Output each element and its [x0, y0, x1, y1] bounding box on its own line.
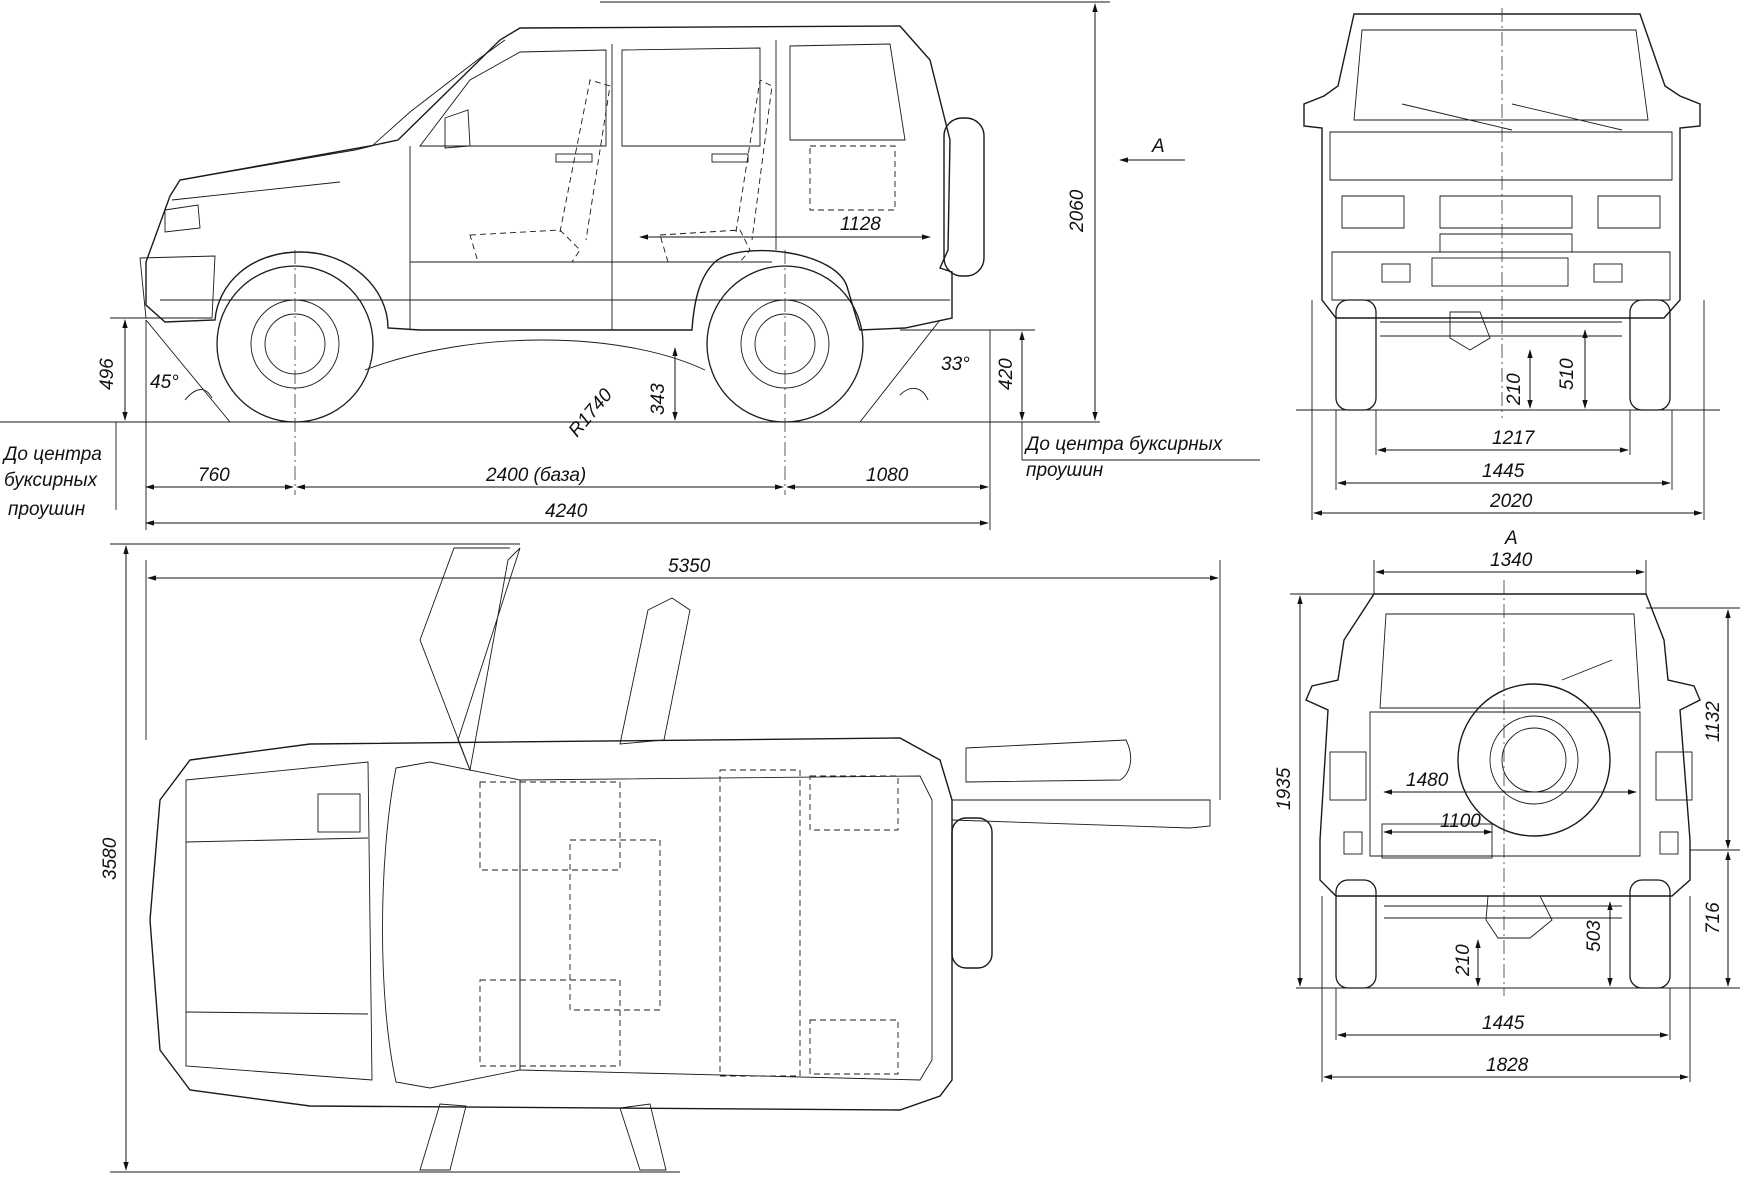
view-arrow-label: А [1151, 136, 1165, 157]
dim-front-overhang: 760 [198, 465, 230, 486]
dim-rear-plate-width: 1100 [1440, 811, 1481, 832]
dim-rear-overhang: 1080 [866, 465, 909, 486]
dim-ground-clearance: 343 [648, 383, 669, 415]
dim-top-width-open: 3580 [100, 837, 121, 880]
side-rear-door-window [621, 47, 761, 147]
tow-note-left-1: До центра [2, 444, 102, 465]
side-body-outline [145, 25, 953, 331]
dim-front-overall-width: 2020 [1489, 491, 1533, 512]
dim-overall-length: 4240 [545, 501, 588, 522]
front-grille [1439, 195, 1573, 229]
dim-front-axle-clearance: 210 [1504, 373, 1525, 406]
dim-ramp-radius: R1740 [565, 384, 617, 441]
dim-front-axle-height: 510 [1557, 358, 1578, 390]
dim-front-inner-track: 1217 [1492, 428, 1536, 449]
rear-right-wheel [1629, 879, 1671, 989]
dim-rear-roof-width: 1340 [1490, 550, 1533, 571]
dim-rear-body-height: 1132 [1703, 701, 1724, 742]
dim-rear-track: 1445 [1482, 1013, 1525, 1034]
rear-spare-wheel [1457, 683, 1611, 837]
side-spare-wheel [943, 117, 985, 277]
top-view: 5350 3580 [100, 543, 1221, 1173]
rear-view: А 1340 1935 1132 716 1480 1100 210 503 1… [1274, 528, 1740, 1082]
dim-rear-door-width: 1480 [1406, 770, 1449, 791]
dim-top-length-open: 5350 [668, 556, 711, 577]
tow-note-right-1: До центра буксирных [1024, 434, 1224, 455]
dim-front-track: 1445 [1482, 461, 1525, 482]
dim-rear-axle-height: 503 [1584, 920, 1605, 952]
tow-note-right-2: проушин [1026, 460, 1104, 481]
dim-rear-bumper-height: 716 [1703, 902, 1724, 934]
top-windshield [382, 761, 521, 1089]
dim-rear-body-width: 1828 [1486, 1055, 1529, 1076]
top-body-outline [149, 737, 953, 1111]
rear-body-outline [1305, 593, 1701, 897]
dim-front-tow-height: 496 [97, 358, 118, 390]
front-body-outline [1303, 13, 1701, 319]
dim-rear-height: 1935 [1274, 767, 1295, 810]
front-view: 1217 1445 2020 210 510 [1296, 8, 1720, 520]
top-rear-door-open [619, 597, 691, 745]
dim-departure-angle: 33° [941, 354, 970, 375]
dim-interior-length: 1128 [840, 214, 881, 235]
front-right-wheel [1629, 299, 1671, 411]
side-rear-quarter-window [789, 43, 906, 141]
tow-note-left-3: проушин [8, 499, 86, 520]
side-view: 2060 А 496 45° R1740 343 33° 420 1128 76… [0, 1, 1260, 530]
rear-glass [1379, 613, 1641, 709]
dim-rear-tow-height: 420 [996, 358, 1017, 390]
dim-approach-angle: 45° [150, 372, 179, 393]
rear-view-label: А [1504, 528, 1518, 549]
dim-wheelbase: 2400 (база) [485, 465, 586, 486]
side-front-window [419, 49, 607, 147]
dim-rear-axle-clearance: 210 [1453, 944, 1474, 977]
rear-license-plate [1381, 823, 1493, 859]
dim-side-height: 2060 [1067, 189, 1088, 233]
rear-left-wheel [1335, 879, 1377, 989]
front-left-wheel [1335, 299, 1377, 411]
tow-note-left-2: буксирных [4, 470, 99, 491]
top-front-door-open [457, 547, 521, 772]
